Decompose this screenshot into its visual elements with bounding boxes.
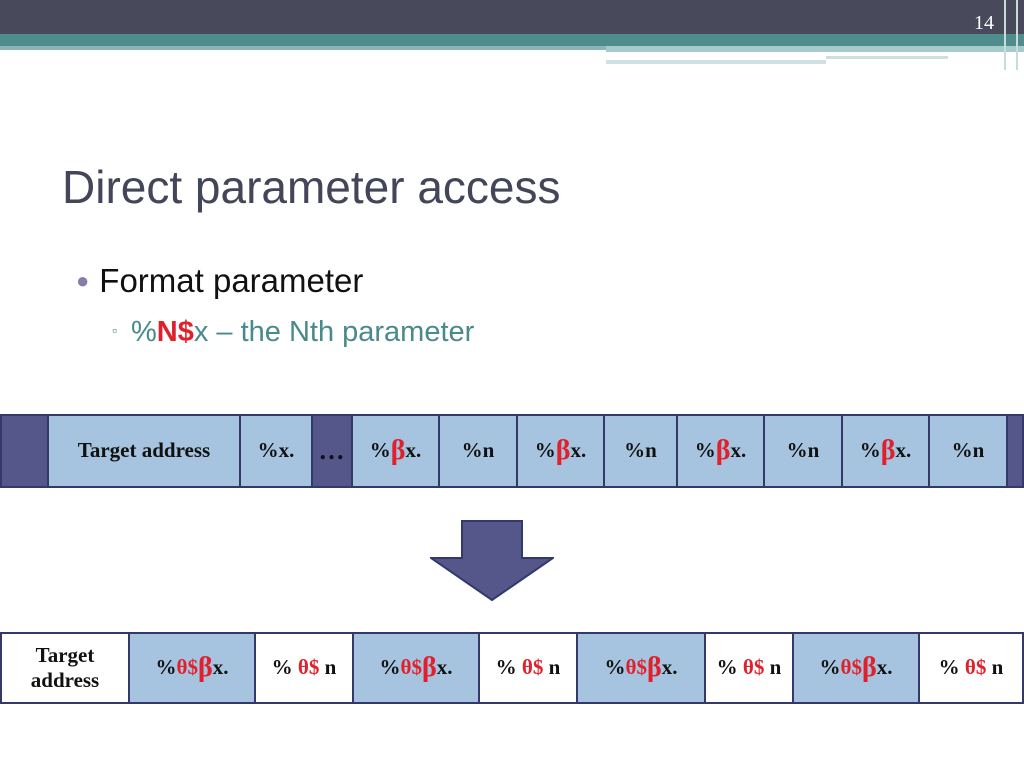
fmt-n-cell: %n: [438, 414, 518, 488]
pct-label: %: [271, 655, 293, 680]
x-suffix-label: x.: [730, 438, 747, 463]
theta-label: θ$: [176, 655, 198, 680]
target-address-cell: Target address: [47, 414, 241, 488]
fmt-theta-n-cell: % θ$ n: [254, 632, 354, 704]
header-bar: [0, 0, 1024, 34]
pct-label: %: [604, 655, 626, 680]
sub-bullet-prefix: %: [130, 316, 157, 348]
fmt-n-label: %n: [461, 438, 495, 463]
beta-label: β: [880, 435, 896, 467]
fmt-theta-n-cell: % θ$ n: [478, 632, 578, 704]
slide-number: 14: [974, 12, 994, 34]
target-address-cell: Target address: [0, 632, 130, 704]
pct-label: %: [716, 655, 738, 680]
bullet-dot-icon: ●: [76, 268, 90, 293]
theta-label: θ$: [964, 655, 987, 680]
x-suffix-label: x.: [570, 438, 587, 463]
n-suffix-label: n: [991, 655, 1004, 680]
pct-label: %: [859, 438, 881, 463]
theta-label: θ$: [400, 655, 422, 680]
fmt-theta-n-cell: % θ$ n: [704, 632, 794, 704]
header-vline: [1004, 0, 1006, 70]
fmt-n-cell: %n: [928, 414, 1008, 488]
bullet-level-1: ● Format parameter: [76, 262, 363, 300]
x-suffix-label: x.: [212, 655, 229, 680]
pct-label: %: [369, 438, 391, 463]
sub-bullet-highlight: N$: [156, 316, 194, 348]
beta-label: β: [421, 652, 437, 684]
beta-label: β: [861, 652, 877, 684]
header-vline: [1016, 0, 1018, 70]
ellipsis-cell: …: [311, 414, 353, 488]
bullet-text: Format parameter: [99, 262, 364, 299]
header-line: [606, 60, 826, 64]
strip-cell-dark: [0, 414, 49, 488]
x-suffix-label: x.: [661, 655, 678, 680]
x-suffix-label: x.: [876, 655, 893, 680]
beta-label: β: [715, 435, 731, 467]
fmt-n-label: %n: [786, 438, 820, 463]
x-suffix-label: x.: [405, 438, 422, 463]
theta-label: θ$: [521, 655, 544, 680]
theta-label: θ$: [625, 655, 647, 680]
pct-label: %: [534, 438, 556, 463]
x-suffix-label: x.: [436, 655, 453, 680]
target-address-label: Target address: [30, 642, 100, 692]
theta-label: θ$: [742, 655, 765, 680]
n-suffix-label: n: [769, 655, 782, 680]
pct-label: %: [819, 655, 841, 680]
beta-label: β: [646, 652, 662, 684]
beta-label: β: [555, 435, 571, 467]
theta-label: θ$: [840, 655, 862, 680]
bullet-level-2: ▫%N$x – the Nth parameter: [112, 316, 474, 349]
strip-cell-dark: [1006, 414, 1024, 488]
beta-label: β: [197, 652, 213, 684]
fmt-n-label: %n: [951, 438, 985, 463]
pct-label: %: [155, 655, 177, 680]
header-stripe: [0, 46, 606, 50]
n-suffix-label: n: [548, 655, 561, 680]
fmt-n-cell: %n: [603, 414, 678, 488]
fmt-theta-n-cell: % θ$ n: [918, 632, 1024, 704]
fmt-n-label: %n: [624, 438, 657, 463]
pct-label: %: [938, 655, 960, 680]
fmt-x-label: %x.: [257, 438, 295, 463]
ellipsis-label: …: [318, 436, 346, 466]
header-line: [826, 56, 948, 59]
fmt-n-cell: %n: [763, 414, 843, 488]
pct-label: %: [495, 655, 517, 680]
bullet-square-icon: ▫: [112, 322, 117, 338]
theta-label: θ$: [297, 655, 320, 680]
beta-label: β: [390, 435, 406, 467]
slide-title: Direct parameter access: [62, 161, 561, 213]
header-stripe: [606, 46, 1024, 52]
x-suffix-label: x.: [895, 438, 912, 463]
pct-label: %: [694, 438, 716, 463]
n-suffix-label: n: [324, 655, 337, 680]
fmt-x-cell: %x.: [239, 414, 313, 488]
target-address-label: Target address: [77, 438, 211, 463]
down-arrow-icon: [430, 520, 554, 602]
sub-bullet-suffix: x – the Nth parameter: [193, 316, 475, 348]
pct-label: %: [379, 655, 401, 680]
header-teal-band: [0, 34, 1024, 46]
